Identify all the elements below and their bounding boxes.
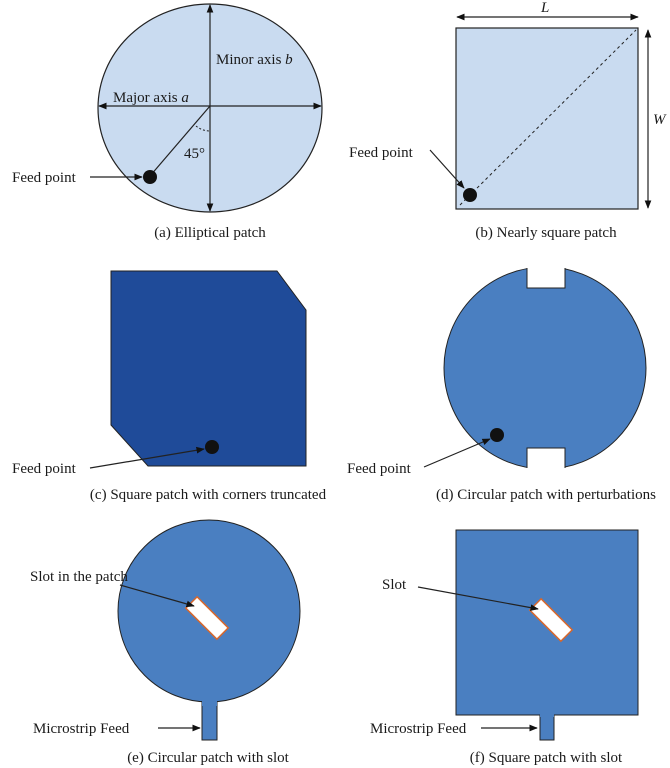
caption-a: (a) Elliptical patch bbox=[154, 225, 266, 241]
truncated-square-patch-shape bbox=[110, 270, 307, 467]
feed-point-dot bbox=[143, 170, 157, 184]
feed-point-label: Feed point bbox=[12, 170, 77, 186]
feed-point-arrow bbox=[429, 149, 465, 189]
feed-junction bbox=[202, 700, 217, 706]
microstrip-feed-line bbox=[539, 713, 555, 741]
feed-point-label: Feed point bbox=[349, 145, 414, 161]
feed-junction bbox=[540, 714, 554, 717]
panel-truncated-square-patch: Feed point (c) Square patch with corners… bbox=[12, 270, 327, 503]
feed-point-label: Feed point bbox=[347, 461, 412, 477]
diagonal-dashed-line bbox=[459, 29, 637, 206]
slot-arrow bbox=[119, 584, 195, 608]
slot-label: Slot in the patch bbox=[30, 569, 128, 585]
angle-arc bbox=[195, 125, 211, 132]
panel-nearly-square-patch: L W Feed point (b) Nearly square patch bbox=[349, 0, 667, 241]
angle-label: 45° bbox=[184, 146, 205, 162]
bottom-notch-perturbation bbox=[527, 448, 565, 474]
feed-point-dot bbox=[205, 440, 219, 454]
panel-circular-patch-with-slot: Slot in the patch Microstrip Feed (e) Ci… bbox=[30, 519, 301, 766]
panel-perturbed-circular-patch: Feed point (d) Circular patch with pertu… bbox=[347, 262, 656, 503]
minor-axis-label: Minor axis b bbox=[216, 52, 293, 68]
top-notch-perturbation bbox=[527, 262, 565, 288]
caption-d: (d) Circular patch with perturbations bbox=[436, 487, 656, 503]
feed-point-label: Feed point bbox=[12, 461, 77, 477]
microstrip-feed-label: Microstrip Feed bbox=[370, 721, 467, 737]
length-label: L bbox=[540, 0, 549, 16]
slot-arrow bbox=[417, 586, 539, 611]
caption-f: (f) Square patch with slot bbox=[470, 750, 623, 766]
panel-square-patch-with-slot: Slot Microstrip Feed (f) Square patch wi… bbox=[370, 529, 639, 766]
feed-point-arrow bbox=[423, 438, 491, 468]
major-axis-label: Major axis a bbox=[113, 90, 189, 106]
width-label: W bbox=[653, 112, 667, 128]
circular-patch-shape bbox=[443, 266, 647, 470]
caption-c: (c) Square patch with corners truncated bbox=[90, 487, 327, 503]
microstrip-feed-label: Microstrip Feed bbox=[33, 721, 130, 737]
feed-point-dot bbox=[463, 188, 477, 202]
top-notch-outline bbox=[526, 268, 566, 289]
slot-label: Slot bbox=[382, 577, 407, 593]
feed-point-arrow bbox=[89, 446, 205, 469]
caption-e: (e) Circular patch with slot bbox=[127, 750, 289, 766]
feed-diagonal-line bbox=[149, 105, 211, 177]
caption-b: (b) Nearly square patch bbox=[475, 225, 617, 241]
panel-elliptical-patch: Minor axis b Major axis a 45° Feed point… bbox=[12, 3, 323, 241]
bottom-notch-outline bbox=[526, 447, 566, 468]
feed-point-dot bbox=[490, 428, 504, 442]
